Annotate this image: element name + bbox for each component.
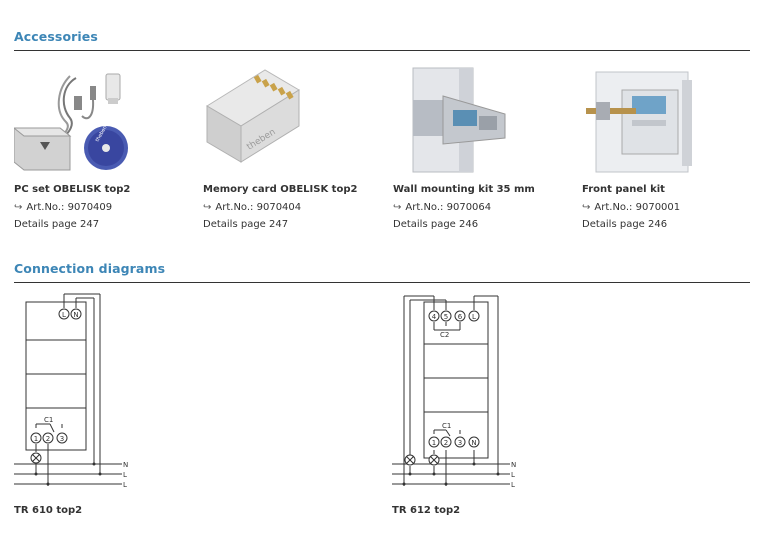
product-name: PC set OBELISK top2 (14, 184, 131, 195)
pc-set-image: theben (12, 66, 136, 176)
line-L: L (123, 481, 127, 489)
svg-text:1: 1 (432, 439, 436, 447)
art-number: 9070064 (446, 202, 492, 213)
details-page: Details page 247 (14, 219, 100, 230)
terminal-N: N (70, 308, 82, 320)
details-page: Details page 246 (582, 219, 668, 230)
diagram-tr610: L N C1 1 2 3 N L L (10, 290, 140, 496)
terminal-2: 2 (440, 436, 452, 448)
terminal-1: 1 (428, 436, 440, 448)
art-number: 9070404 (256, 202, 302, 213)
wall-mounting-kit-image (393, 66, 515, 176)
lamp-icon (428, 454, 440, 466)
terminal-L: L (468, 310, 480, 322)
svg-text:2: 2 (46, 435, 50, 443)
svg-text:L: L (62, 311, 66, 319)
line-N: N (511, 461, 516, 469)
return-arrow-icon: ↪ (14, 202, 23, 213)
art-prefix: Art.No.: (594, 202, 633, 213)
accessories-divider (14, 50, 750, 51)
contact-label: C1 (442, 422, 451, 430)
details-page: Details page 247 (203, 219, 289, 230)
art-number: 9070001 (635, 202, 681, 213)
terminal-N: N (468, 436, 480, 448)
terminal-3: 3 (454, 436, 466, 448)
svg-text:5: 5 (444, 313, 448, 321)
terminal-3: 3 (56, 432, 68, 444)
accessories-heading: Accessories (14, 29, 98, 44)
art-prefix: Art.No.: (26, 202, 65, 213)
terminal-1: 1 (30, 432, 42, 444)
svg-text:1: 1 (34, 435, 38, 443)
product-name: Memory card OBELISK top2 (203, 184, 358, 195)
svg-text:2: 2 (444, 439, 448, 447)
product-name: Front panel kit (582, 184, 665, 195)
line-L: L (123, 471, 127, 479)
svg-text:3: 3 (458, 439, 462, 447)
terminal-4: 4 (428, 310, 440, 322)
contact-label: C2 (440, 331, 449, 339)
memory-card-image: theben (203, 66, 325, 176)
terminal-L: L (58, 308, 70, 320)
return-arrow-icon: ↪ (203, 202, 212, 213)
svg-text:L: L (472, 313, 476, 321)
line-N: N (123, 461, 128, 469)
line-L: L (511, 481, 515, 489)
svg-text:N: N (471, 439, 476, 447)
line-L: L (511, 471, 515, 479)
diagram-label: TR 610 top2 (14, 505, 83, 516)
connection-heading: Connection diagrams (14, 261, 166, 276)
return-arrow-icon: ↪ (393, 202, 402, 213)
svg-text:3: 3 (60, 435, 64, 443)
front-panel-kit-image (582, 66, 704, 176)
terminal-6: 6 (454, 310, 466, 322)
svg-text:4: 4 (432, 313, 437, 321)
art-prefix: Art.No.: (215, 202, 254, 213)
lamp-icon (404, 454, 416, 466)
connection-divider (14, 282, 750, 283)
art-number: 9070409 (67, 202, 113, 213)
svg-text:6: 6 (458, 313, 463, 321)
diagram-tr612: 4 5 6 L C2 C1 1 2 3 N N L L (388, 290, 528, 496)
details-page: Details page 246 (393, 219, 479, 230)
terminal-5: 5 (440, 310, 452, 322)
svg-text:N: N (73, 311, 78, 319)
contact-label: C1 (44, 416, 53, 424)
diagram-label: TR 612 top2 (392, 505, 461, 516)
art-prefix: Art.No.: (405, 202, 444, 213)
product-name: Wall mounting kit 35 mm (393, 184, 535, 195)
lamp-icon (30, 452, 42, 464)
return-arrow-icon: ↪ (582, 202, 591, 213)
terminal-2: 2 (42, 432, 54, 444)
